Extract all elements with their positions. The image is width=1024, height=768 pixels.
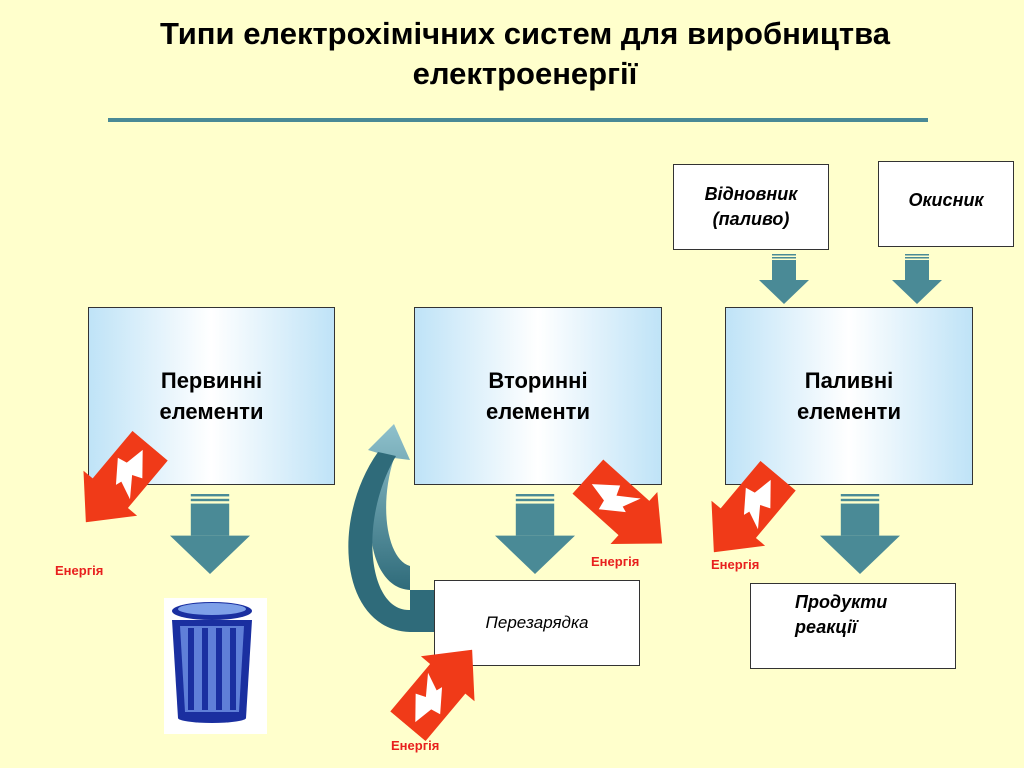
products-label: Продукти реакції — [795, 592, 888, 637]
secondary-elements-label: Вторинні елементи — [486, 368, 590, 424]
fuel-cells-box: Паливні елементи — [725, 307, 973, 485]
trash-bin-icon — [164, 598, 267, 734]
fuel-cells-label: Паливні елементи — [797, 368, 901, 424]
lightning-icon — [564, 450, 686, 570]
down-arrow-icon — [170, 494, 250, 574]
energy-label: Енергія — [391, 738, 440, 753]
down-arrow-icon — [495, 494, 575, 574]
lightning-icon — [59, 423, 177, 545]
energy-label: Енергія — [591, 554, 640, 569]
recharge-label: Перезарядка — [485, 613, 589, 632]
down-arrow-icon — [892, 254, 942, 304]
curved-arrow-icon — [348, 424, 434, 632]
reducer-box: Відновник (паливо) — [673, 164, 829, 250]
down-arrow-icon — [820, 494, 900, 574]
energy-label: Енергія — [711, 557, 760, 572]
primary-elements-label: Первинні елементи — [159, 368, 264, 424]
title-divider — [108, 118, 928, 122]
energy-label: Енергія — [55, 563, 104, 578]
down-arrow-icon — [759, 254, 809, 304]
oxidizer-label: Окисник — [908, 190, 984, 210]
oxidizer-box: Окисник — [878, 161, 1014, 247]
page-title: Типи електрохімічних систем для виробниц… — [159, 16, 890, 91]
lightning-icon — [381, 627, 499, 749]
products-box: Продукти реакції — [750, 583, 956, 669]
secondary-elements-box: Вторинні елементи — [414, 307, 662, 485]
primary-elements-box: Первинні елементи — [88, 307, 335, 485]
reducer-label: Відновник (паливо) — [704, 184, 798, 229]
